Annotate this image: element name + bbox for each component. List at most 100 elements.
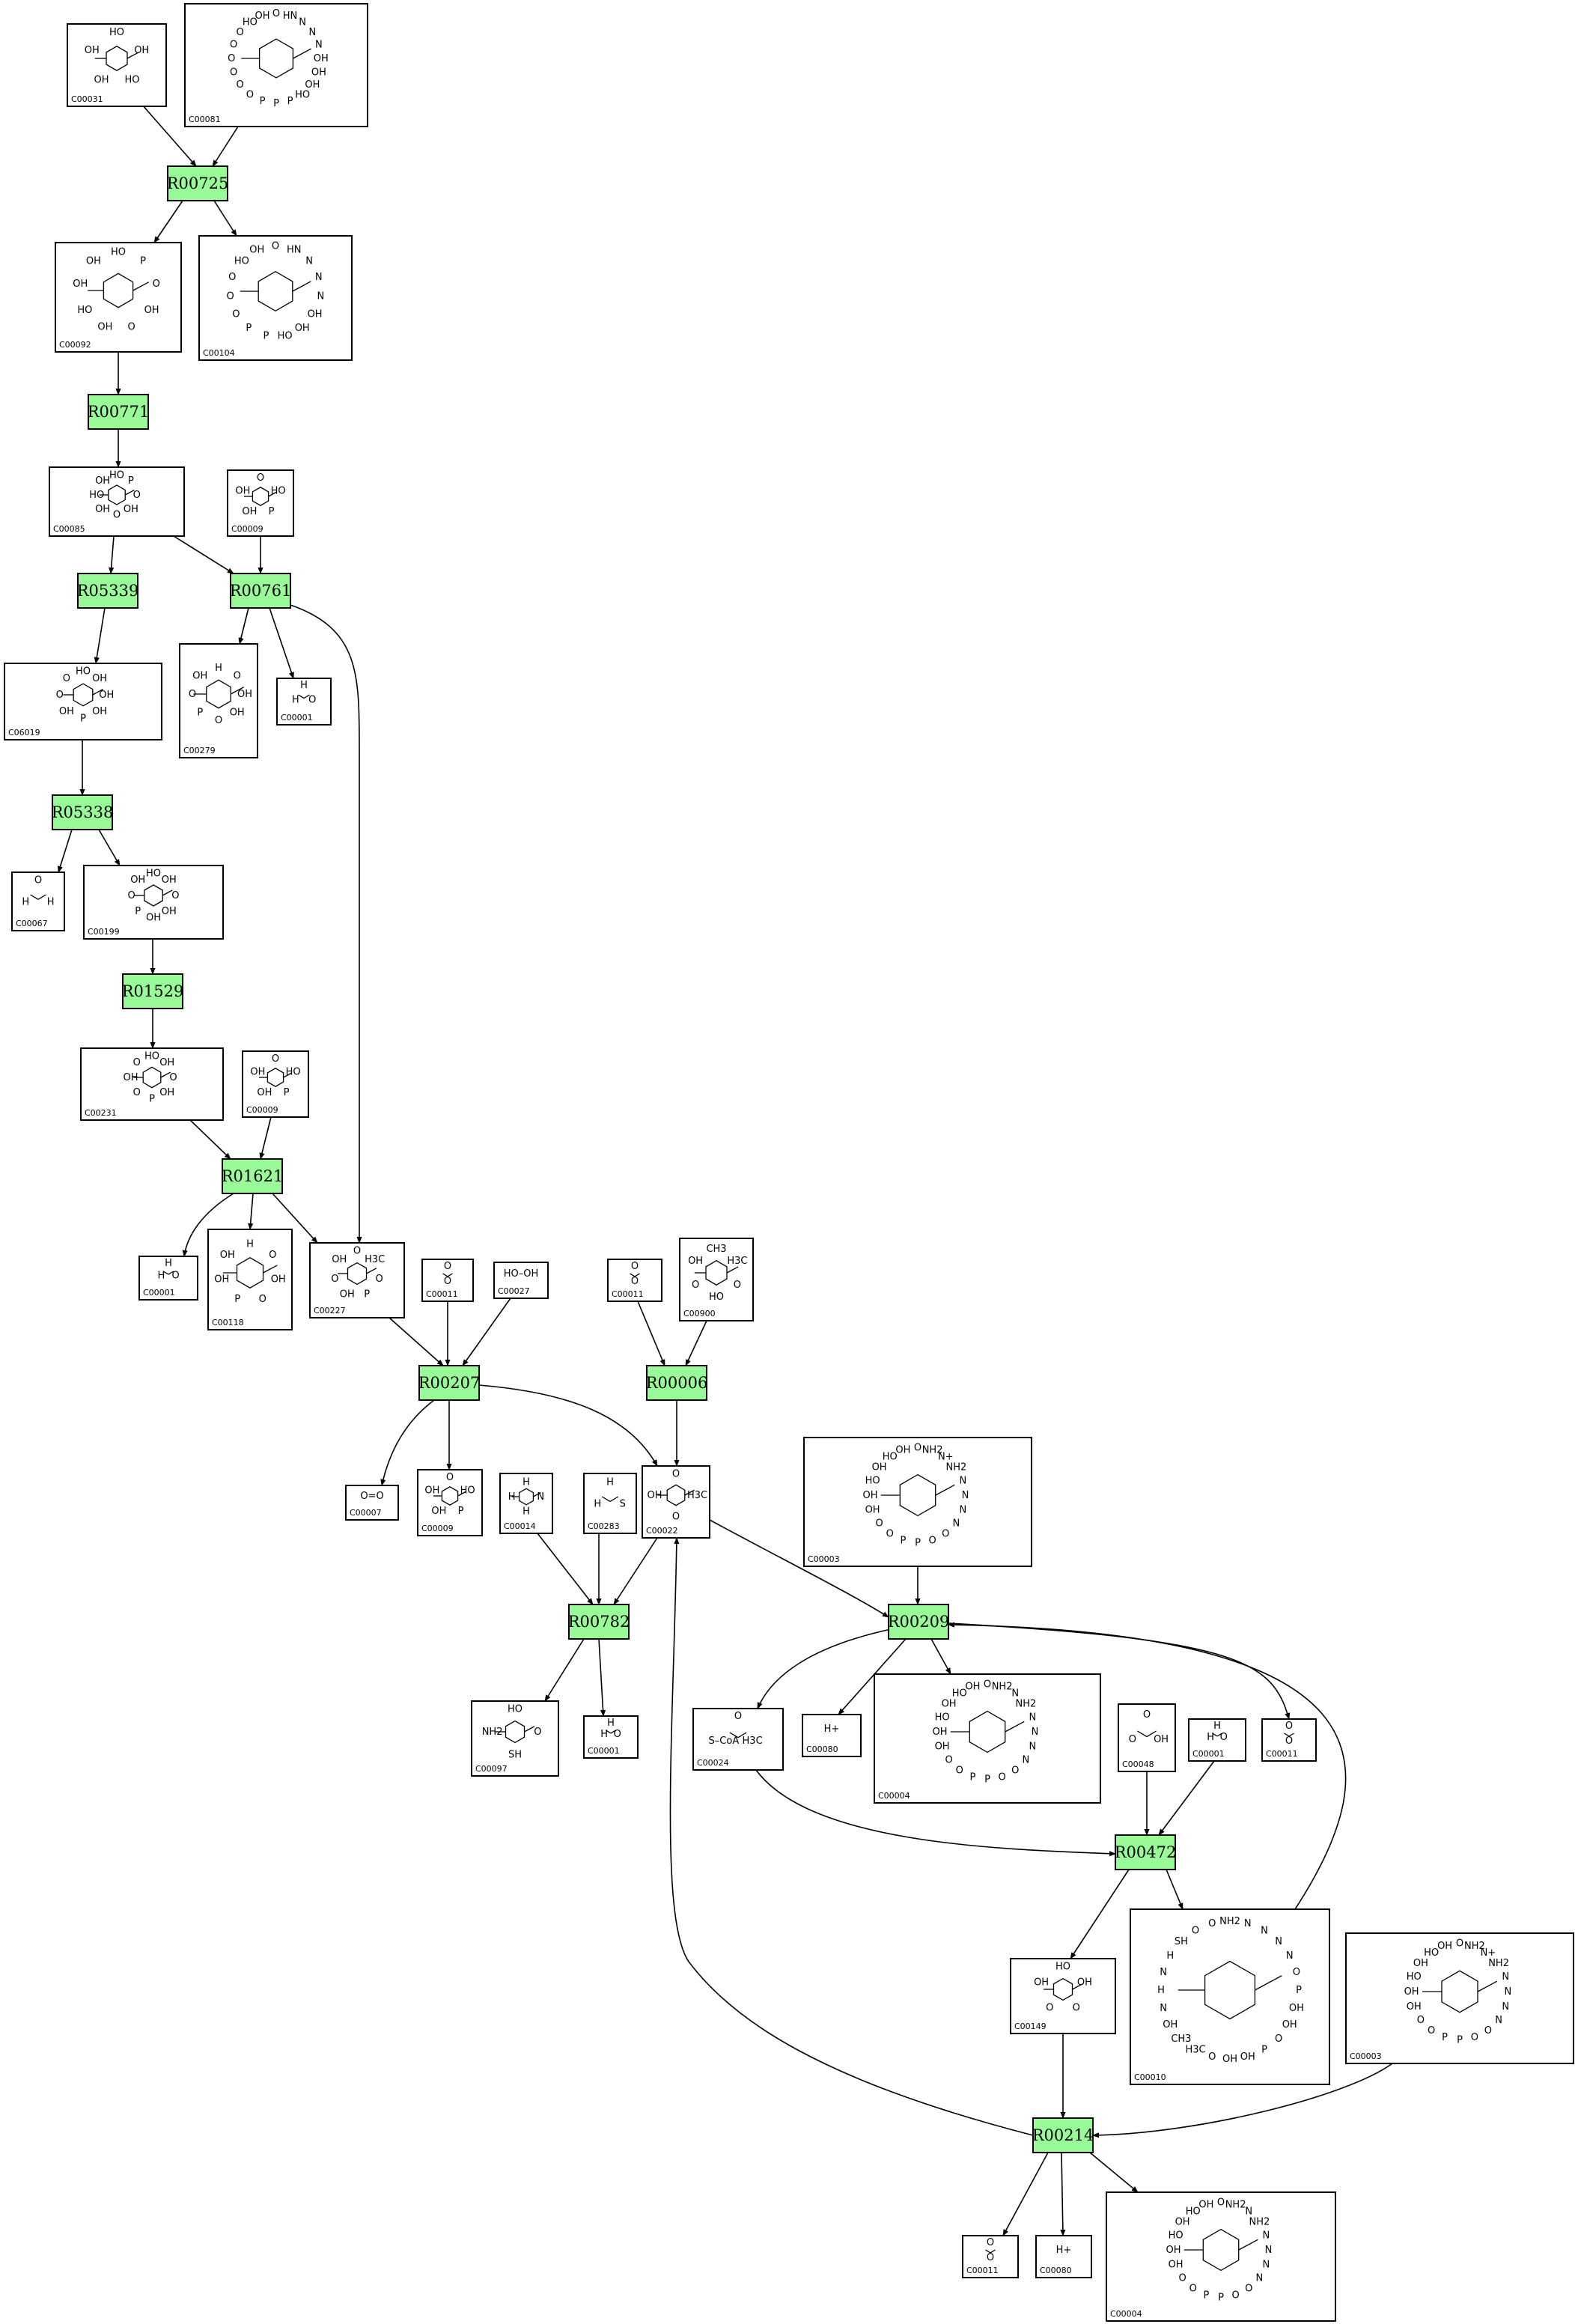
atom-label: O bbox=[444, 1276, 451, 1287]
reaction-r00761[interactable]: R00761 bbox=[230, 573, 292, 609]
atom-label: O bbox=[226, 290, 234, 302]
atom-label: O bbox=[672, 1512, 680, 1523]
reaction-r00214[interactable]: R00214 bbox=[1032, 2117, 1094, 2153]
atom-label: N bbox=[1244, 1918, 1252, 1929]
compound-box bbox=[309, 1242, 405, 1318]
atom-label: N bbox=[1160, 2003, 1167, 2014]
reaction-r00472[interactable]: R00472 bbox=[1115, 1834, 1177, 1870]
atom-label: OH bbox=[271, 1274, 286, 1286]
reaction-r00006[interactable]: R00006 bbox=[646, 1365, 708, 1401]
atom-label: OH bbox=[134, 45, 149, 56]
atom-label: O bbox=[171, 890, 179, 901]
atom-label: HO bbox=[1407, 1971, 1422, 1983]
atom-label: OH bbox=[1407, 2001, 1422, 2013]
reaction-edge bbox=[189, 1119, 231, 1160]
reaction-box bbox=[52, 794, 113, 830]
reaction-r00771[interactable]: R00771 bbox=[88, 394, 150, 430]
compound-box bbox=[1261, 1718, 1317, 1762]
compound-id-label: C00199 bbox=[88, 927, 120, 937]
reaction-r00207[interactable]: R00207 bbox=[418, 1365, 481, 1401]
bond bbox=[162, 1271, 169, 1275]
reaction-r00725[interactable]: R00725 bbox=[167, 165, 229, 201]
atom-label: O bbox=[1011, 1765, 1019, 1776]
atom-label: NH2 bbox=[922, 1445, 943, 1456]
compound-id-label: C00014 bbox=[504, 1521, 536, 1531]
reaction-r00209[interactable]: R00209 bbox=[888, 1604, 950, 1640]
atom-label: OH bbox=[1222, 2054, 1237, 2065]
atom-label: O bbox=[1275, 2034, 1282, 2045]
atom-label: OH bbox=[237, 689, 252, 700]
atom-label: O bbox=[631, 1276, 639, 1287]
atom-label: N bbox=[1032, 1727, 1039, 1738]
atom-label: O bbox=[1192, 1925, 1199, 1936]
atom-label: NH2 bbox=[1249, 2217, 1270, 2228]
reaction-r00782[interactable]: R00782 bbox=[568, 1604, 630, 1640]
atom-label: OH bbox=[308, 308, 323, 320]
atom-label: N bbox=[1505, 1986, 1512, 1998]
reaction-r01621[interactable]: R01621 bbox=[222, 1158, 284, 1194]
atom-label: OH bbox=[86, 256, 101, 267]
compound-c00080[interactable]: H+C00080 bbox=[802, 1714, 862, 1757]
reaction-box bbox=[77, 573, 138, 609]
reaction-edge bbox=[478, 1384, 658, 1467]
atom-label: P bbox=[969, 1771, 975, 1783]
compound-c00080[interactable]: H+C00080 bbox=[1035, 2235, 1092, 2278]
reaction-r05339[interactable]: R05339 bbox=[77, 573, 139, 609]
reaction-edge bbox=[948, 1622, 1347, 1910]
atom-label: O bbox=[1293, 1967, 1300, 1978]
atom-label: O bbox=[1220, 1732, 1228, 1743]
atom-label: O bbox=[246, 89, 254, 100]
compound-id-label: C00149 bbox=[1014, 2022, 1047, 2031]
reaction-r01529[interactable]: R01529 bbox=[122, 973, 184, 1009]
atom-label: O bbox=[614, 1729, 621, 1740]
atom-label: O bbox=[169, 1072, 177, 1083]
compound-box bbox=[242, 1050, 309, 1118]
reaction-edge bbox=[637, 1301, 665, 1366]
atom-label: OH bbox=[424, 1485, 439, 1496]
atom-label: HO bbox=[1169, 2230, 1184, 2241]
reaction-box bbox=[888, 1604, 949, 1640]
bond bbox=[168, 1271, 174, 1275]
reaction-r05338[interactable]: R05338 bbox=[52, 794, 114, 830]
bond bbox=[1146, 1730, 1157, 1738]
atom-label: HO bbox=[935, 1712, 950, 1723]
